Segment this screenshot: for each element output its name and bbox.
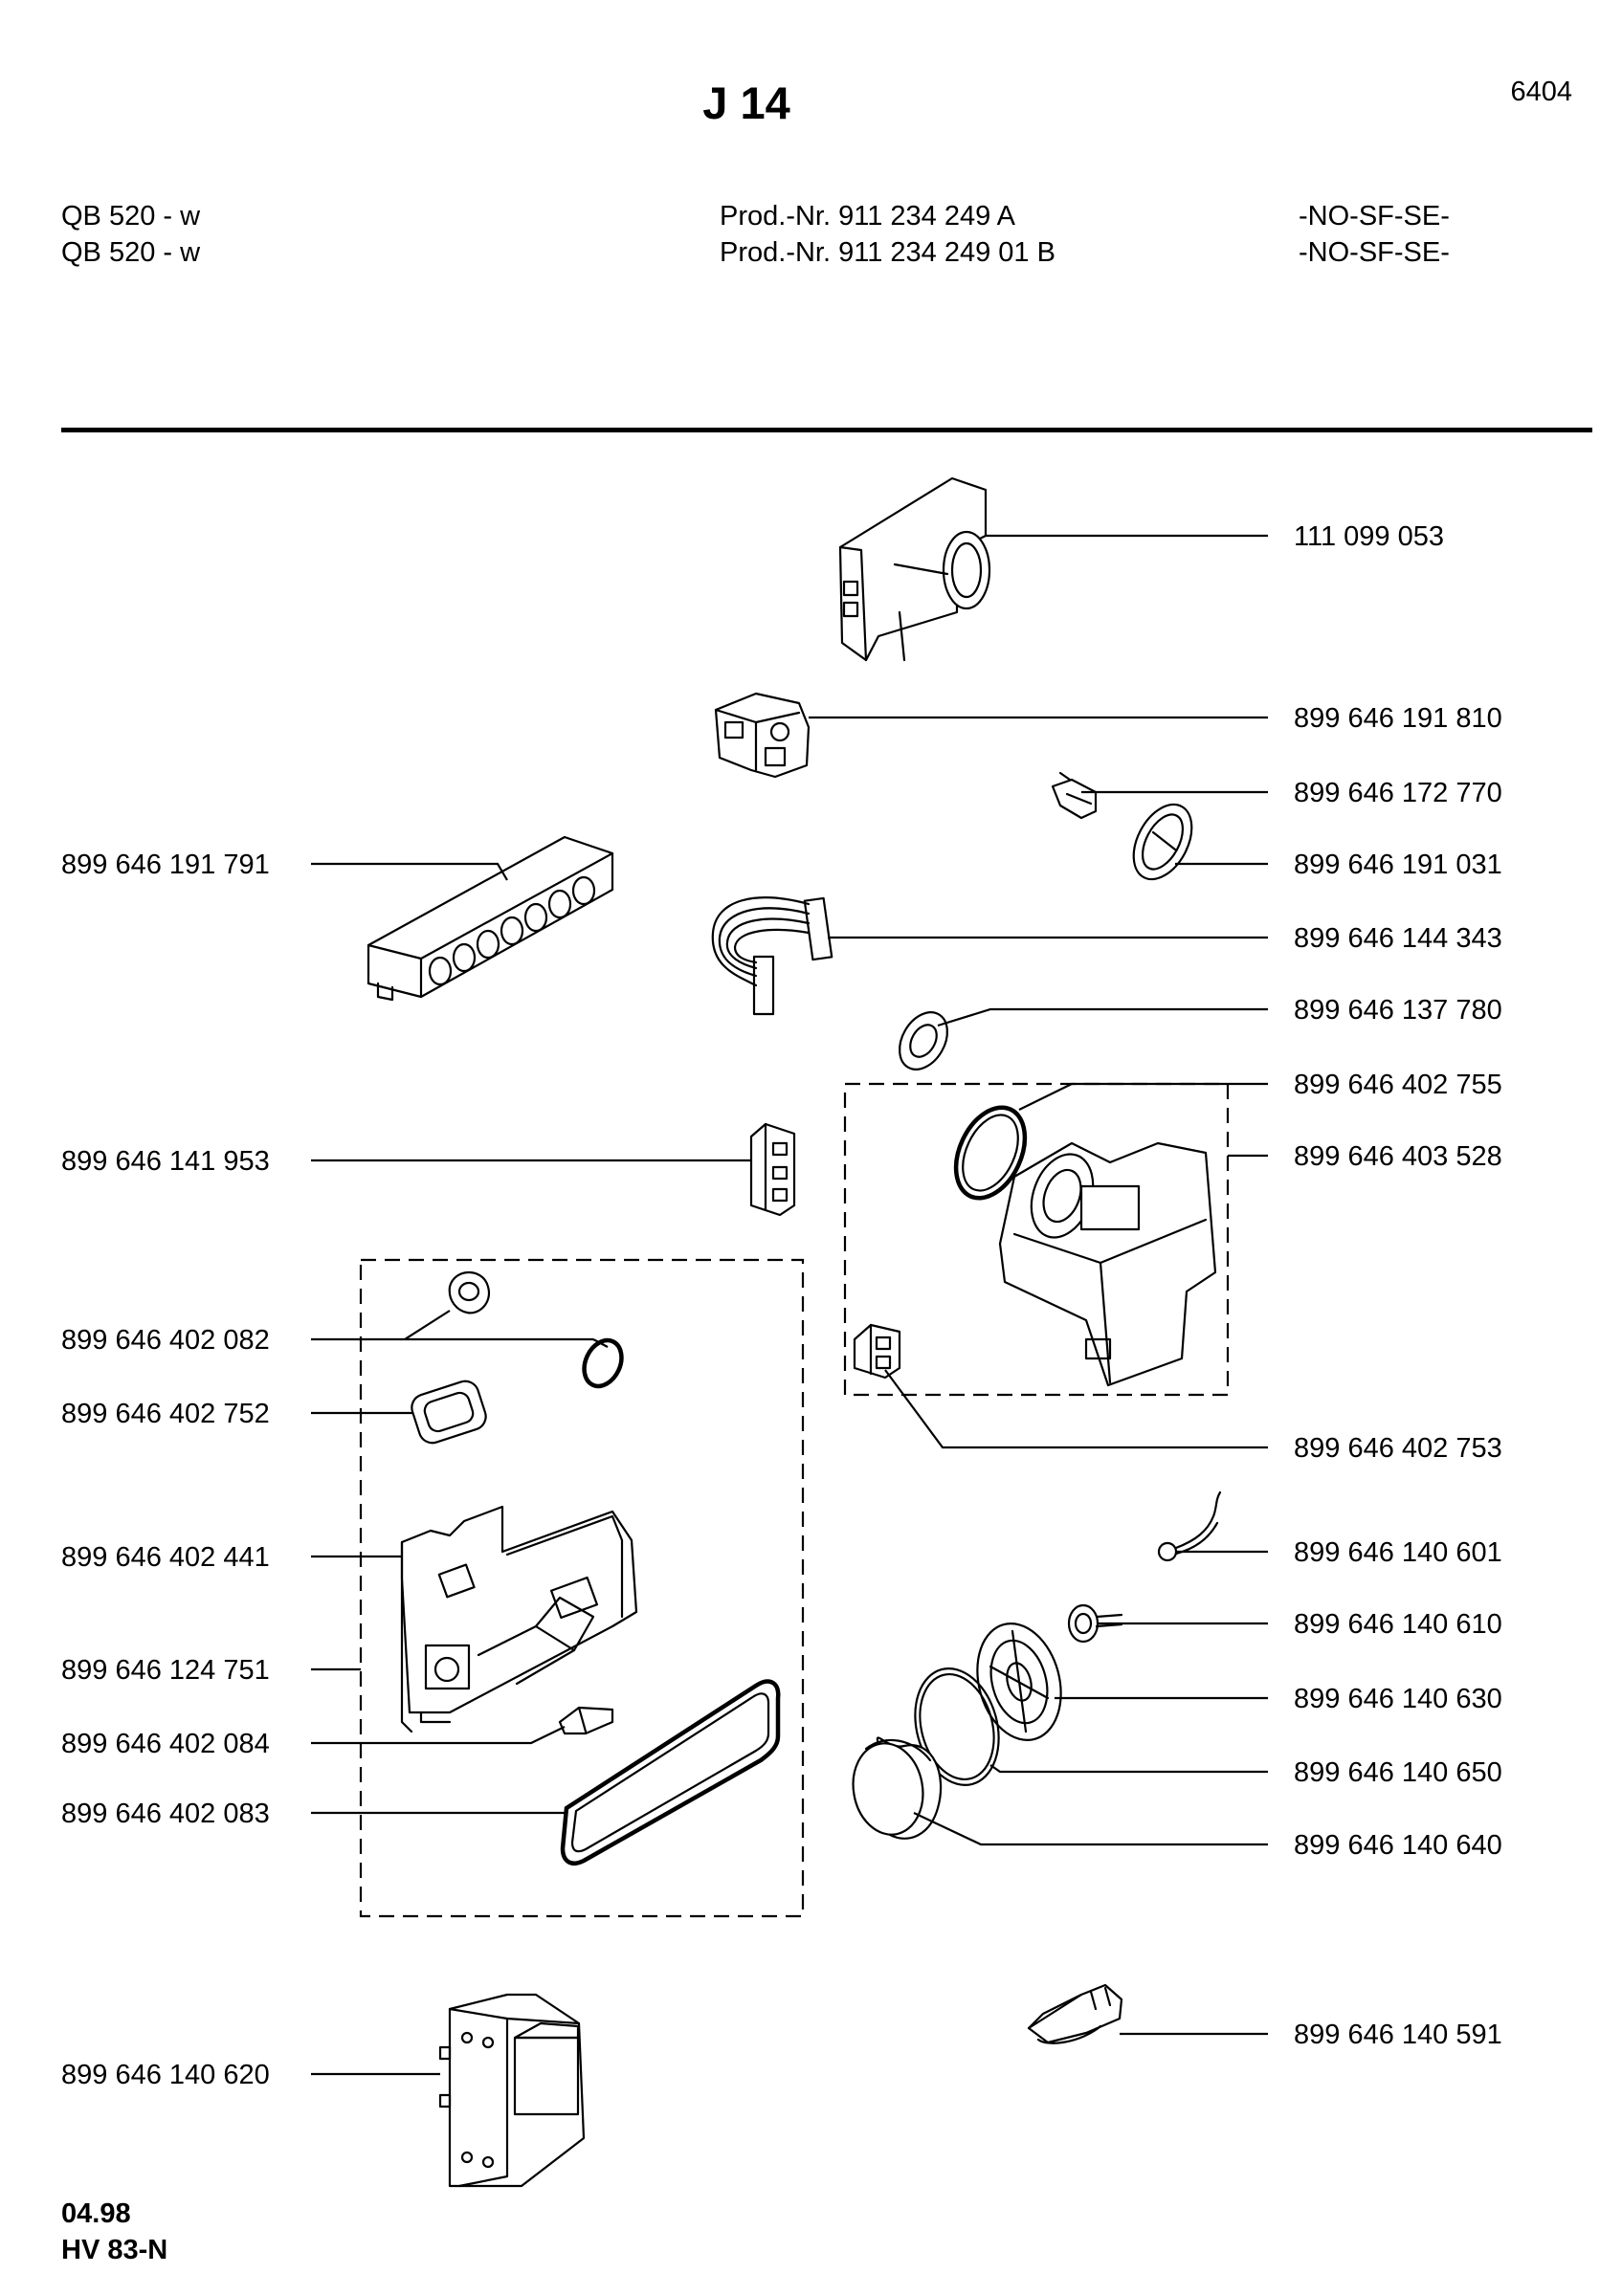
part-label-door-lock-group: 899 646 124 751 <box>61 1655 270 1686</box>
door-lock-group-box <box>359 1258 805 1918</box>
part-label-connector: 899 646 141 953 <box>61 1146 270 1177</box>
leader-lines <box>311 534 1268 2076</box>
page-title: J 14 <box>702 77 790 128</box>
knob-ring-part <box>1132 803 1193 881</box>
part-label-switch-block: 899 646 191 810 <box>1294 703 1502 734</box>
lock-gasket-part <box>560 1679 781 1866</box>
part-label-terminal-block: 899 646 140 591 <box>1294 2020 1502 2050</box>
part-label-clip: 899 646 402 082 <box>61 1325 270 1356</box>
lamp-wire-part <box>1157 1490 1222 1562</box>
page-number: 6404 <box>1510 77 1572 107</box>
switch-block-part <box>714 692 811 779</box>
micro-switch-part <box>853 1323 901 1380</box>
product-number: Prod.-Nr. 911 234 249 01 B <box>720 237 1055 268</box>
fan-housing-part <box>998 1141 1217 1387</box>
footer-date: 04.98 <box>61 2198 131 2229</box>
part-label-latch: 899 646 402 084 <box>61 1729 270 1759</box>
part-label-lamp-seal: 899 646 140 650 <box>1294 1757 1502 1788</box>
lamp-holder-part <box>976 1623 1062 1741</box>
fan-housing-group-box <box>843 1082 1230 1397</box>
part-label-lamp-socket: 899 646 140 610 <box>1294 1609 1502 1640</box>
part-label-transformer: 899 646 140 620 <box>61 2060 270 2090</box>
part-label-lock-cover: 899 646 402 441 <box>61 1542 270 1573</box>
part-label-frame-seal: 899 646 402 752 <box>61 1399 270 1429</box>
header-divider <box>61 428 1592 432</box>
part-label-small-switch: 899 646 172 770 <box>1294 778 1502 808</box>
product-number: Prod.-Nr. 911 234 249 A <box>720 201 1016 232</box>
part-label-micro-switch: 899 646 402 753 <box>1294 1433 1502 1464</box>
part-label-fan-housing-group: 899 646 403 528 <box>1294 1141 1502 1172</box>
o-ring-part <box>582 1337 624 1389</box>
door-lock-part <box>400 1505 638 1733</box>
part-label-wire-harness: 899 646 144 343 <box>1294 923 1502 954</box>
transformer-part <box>438 1993 586 2188</box>
part-label-switch-row: 899 646 191 791 <box>61 850 270 880</box>
part-label-knob-ring: 899 646 191 031 <box>1294 850 1502 880</box>
part-label-timer: 111 099 053 <box>1294 521 1444 552</box>
fan-grille-part <box>899 1011 948 1071</box>
region-code: -NO-SF-SE- <box>1299 237 1450 268</box>
switch-row-part <box>367 835 614 1002</box>
part-label-lock-gasket: 899 646 402 083 <box>61 1799 270 1829</box>
clip-part <box>448 1271 491 1314</box>
latch-part <box>558 1706 614 1735</box>
model-name: QB 520 - w <box>61 201 201 232</box>
footer-code: HV 83-N <box>61 2235 168 2265</box>
lamp-seal-part <box>914 1667 1000 1786</box>
part-label-fan-grille: 899 646 137 780 <box>1294 995 1502 1026</box>
frame-seal-part <box>411 1380 487 1445</box>
small-switch-part <box>1051 771 1098 820</box>
timer-part <box>838 476 991 662</box>
model-name: QB 520 - w <box>61 237 201 268</box>
part-label-lamp-holder: 899 646 140 630 <box>1294 1684 1502 1714</box>
wire-harness-part <box>711 896 833 1016</box>
part-label-lamp-cover: 899 646 140 640 <box>1294 1830 1502 1861</box>
seal-ring-part <box>953 1105 1028 1201</box>
part-label-seal-ring: 899 646 402 755 <box>1294 1070 1502 1100</box>
connector-part <box>749 1122 796 1217</box>
terminal-block-part <box>1027 1983 1123 2044</box>
region-code: -NO-SF-SE- <box>1299 201 1450 232</box>
lamp-cover-part <box>852 1736 943 1840</box>
part-label-lamp-wire: 899 646 140 601 <box>1294 1537 1502 1568</box>
